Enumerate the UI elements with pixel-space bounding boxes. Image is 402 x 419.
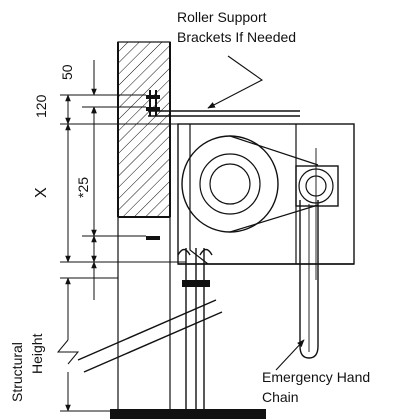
chain-wheel (295, 148, 339, 280)
floor-base (110, 409, 266, 419)
break-line (77, 299, 223, 373)
height-label: Height (29, 333, 45, 374)
emergency-chain-label-line2: Chain (262, 389, 299, 405)
leader-lines (207, 55, 305, 371)
structural-label: Structural (9, 342, 25, 402)
shutter-housing (177, 123, 355, 265)
roller-support-label-line1: Roller Support (177, 9, 267, 25)
wall-section (117, 41, 171, 412)
emergency-hand-chain (299, 200, 319, 359)
emergency-chain-label-line1: Emergency Hand (262, 369, 370, 385)
curtain-guide (177, 248, 213, 412)
dimension-50-label: 50 (59, 64, 75, 80)
roller-barrel (181, 135, 319, 233)
dimension-120-label: 120 (33, 94, 49, 118)
dimension-25-label: *25 (75, 177, 91, 198)
dimension-x-label: X (33, 187, 50, 198)
roller-support-label-line2: Brackets If Needed (177, 29, 296, 45)
dimension-arrows (56, 60, 97, 412)
